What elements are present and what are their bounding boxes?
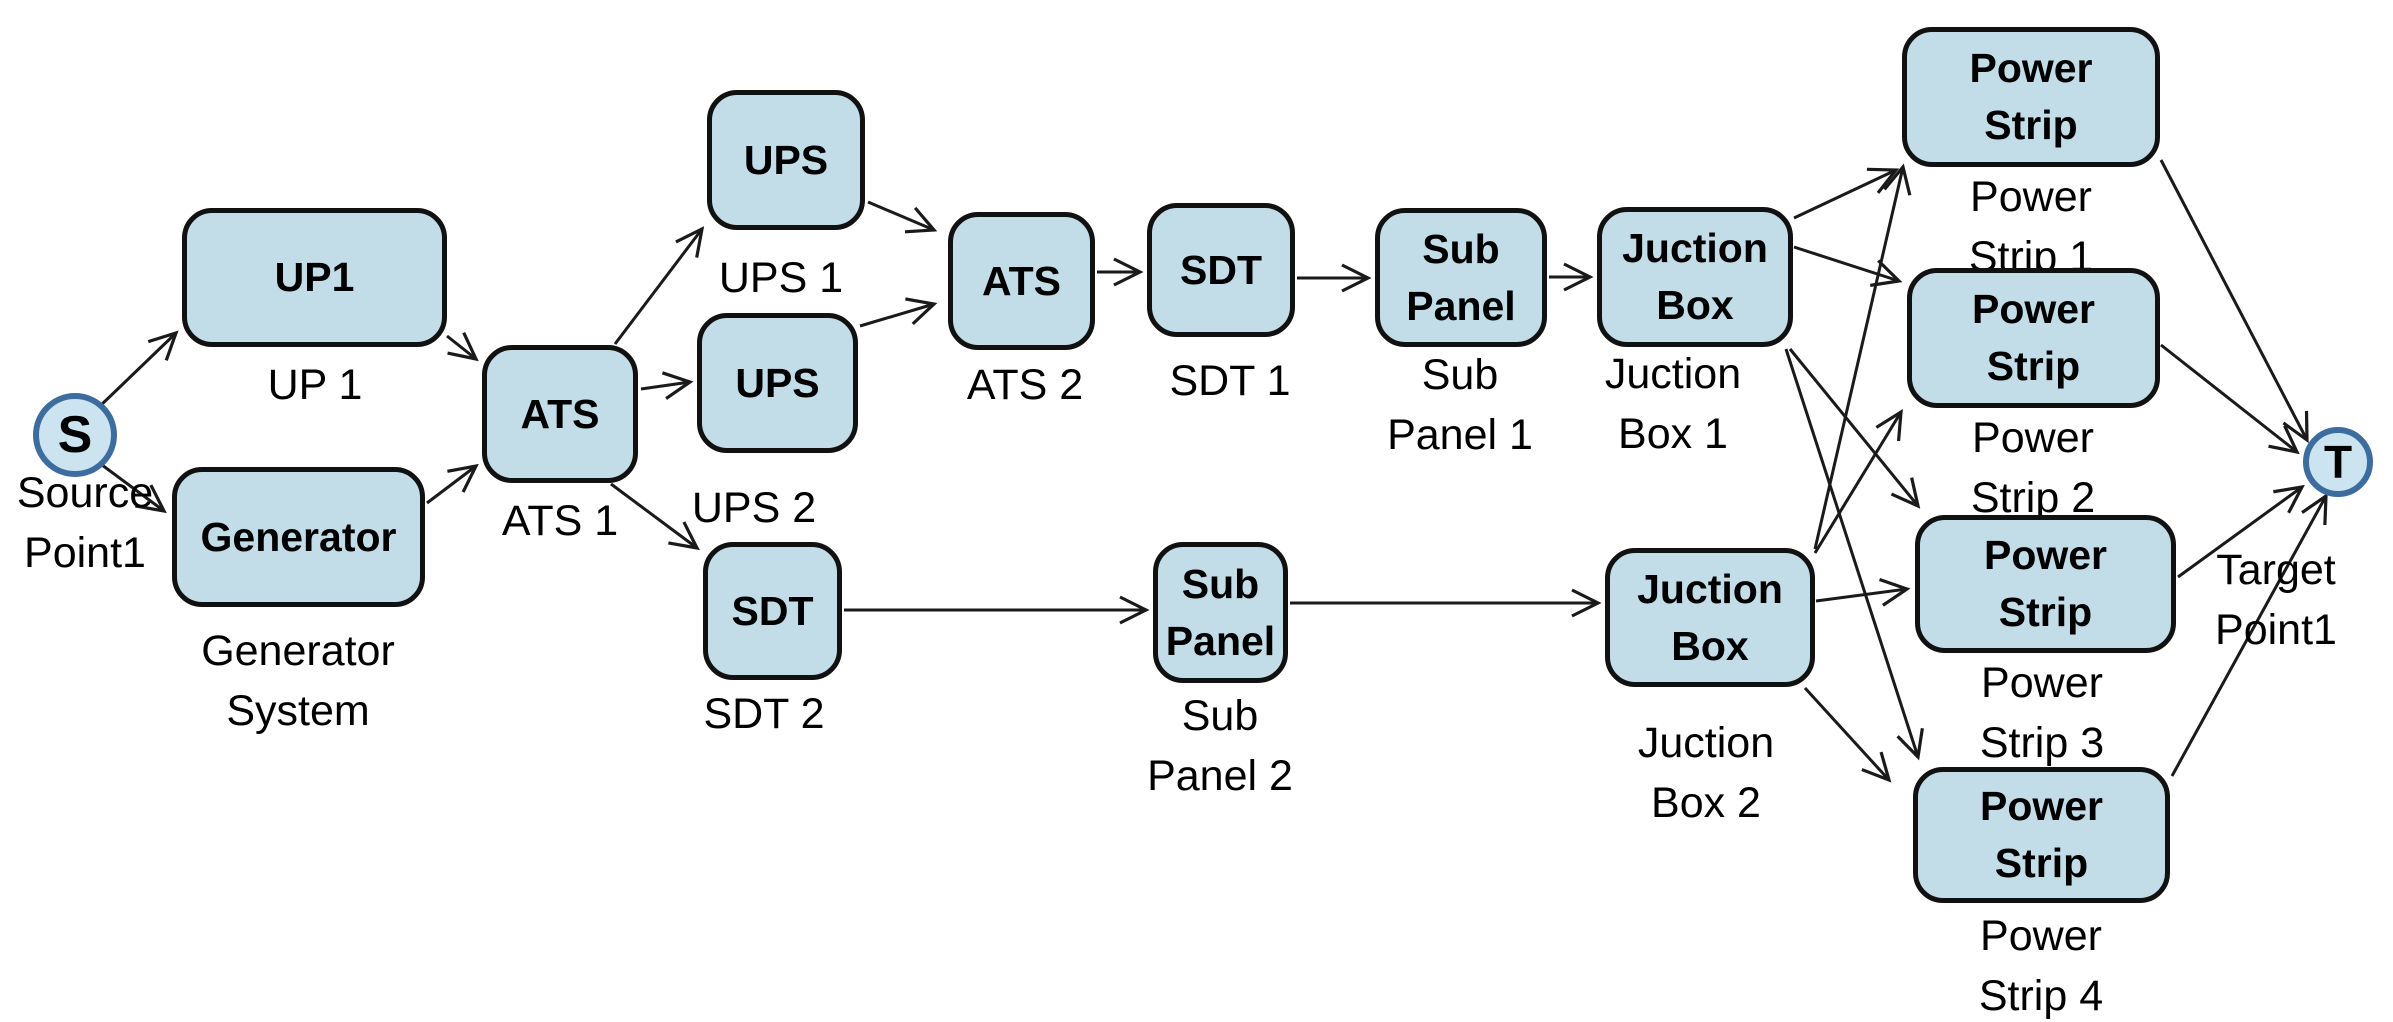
node-label-up1: UP1 xyxy=(274,254,355,300)
edge-up1-to-ats1 xyxy=(446,331,479,362)
node-label-sdt2: SDT xyxy=(731,587,814,634)
node-sdt2: SDT xyxy=(703,542,842,680)
node-label-juctionbox2: Juction Box xyxy=(1637,565,1783,669)
node-label-ats2: ATS xyxy=(982,257,1061,304)
node-ups1: UPS xyxy=(707,90,865,230)
terminal-caption-source: Source Point1 xyxy=(16,469,154,577)
edge-juctionbox1-to-powerstrip1 xyxy=(1793,167,1900,220)
node-juctionbox2: Juction Box xyxy=(1605,548,1815,687)
node-caption-ats1: ATS 1 xyxy=(501,497,619,545)
edge-powerstrip2-to-target xyxy=(2160,343,2300,455)
node-caption-juctionbox2: Juction Box 2 xyxy=(1637,719,1775,827)
edge-ats1-to-sdt2 xyxy=(610,482,700,551)
node-caption-sdt2: SDT 2 xyxy=(703,690,825,738)
node-label-juctionbox1: Juction Box xyxy=(1622,225,1768,328)
edge-juctionbox2-to-powerstrip2 xyxy=(1813,408,1903,554)
node-sdt1: SDT xyxy=(1147,203,1295,337)
node-generator: Generator xyxy=(172,467,425,607)
node-label-ats1: ATS xyxy=(520,390,600,437)
node-subpanel1: Sub Panel xyxy=(1375,208,1547,347)
node-powerstrip1: Power Strip xyxy=(1902,27,2160,167)
node-caption-generator: Generator System xyxy=(201,627,395,735)
edge-powerstrip3-to-target xyxy=(2177,484,2305,579)
node-caption-ups2: UPS 2 xyxy=(691,484,817,532)
node-caption-powerstrip2: Power Strip 2 xyxy=(1970,414,2096,522)
node-label-ups2: UPS xyxy=(735,359,820,406)
edge-juctionbox2-to-powerstrip1 xyxy=(1813,163,1912,550)
node-label-subpanel2: Sub Panel xyxy=(1165,560,1276,664)
node-powerstrip3: Power Strip xyxy=(1915,515,2176,653)
node-subpanel2: Sub Panel xyxy=(1153,542,1288,683)
node-caption-subpanel1: Sub Panel 1 xyxy=(1387,351,1533,459)
edge-generator-to-ats1 xyxy=(426,463,479,505)
node-caption-ats2: ATS 2 xyxy=(966,361,1084,409)
node-caption-juctionbox1: Juction Box 1 xyxy=(1604,350,1742,458)
node-juctionbox1: Juction Box xyxy=(1597,207,1793,347)
edge-source-to-generator xyxy=(97,460,167,514)
node-label-sdt1: SDT xyxy=(1180,246,1262,293)
edge-group xyxy=(96,159,2328,783)
node-label-powerstrip4: Power Strip xyxy=(1979,783,2104,886)
node-caption-up1: UP 1 xyxy=(267,361,363,409)
terminal-target: T xyxy=(2303,427,2373,497)
node-caption-ups1: UPS 1 xyxy=(718,254,844,302)
node-ats1: ATS xyxy=(482,345,638,483)
node-ups2: UPS xyxy=(697,313,858,453)
node-powerstrip4: Power Strip xyxy=(1913,767,2170,903)
node-label-subpanel1: Sub Panel xyxy=(1406,225,1516,329)
edge-ats1-to-ups2 xyxy=(640,371,694,400)
edge-powerstrip4-to-target xyxy=(2170,492,2328,777)
edge-juctionbox1-to-powerstrip4 xyxy=(1784,348,1924,761)
node-label-powerstrip3: Power Strip xyxy=(1983,532,2108,635)
node-caption-powerstrip4: Power Strip 4 xyxy=(1978,912,2104,1020)
edge-ups1-to-ats2 xyxy=(867,200,938,234)
edge-juctionbox2-to-powerstrip4 xyxy=(1803,686,1892,783)
edge-powerstrip1-to-target xyxy=(2159,159,2309,444)
terminal-source: S xyxy=(33,393,117,477)
edge-ats1-to-ups1 xyxy=(613,226,705,345)
node-ats2: ATS xyxy=(948,212,1095,350)
edge-juctionbox1-to-powerstrip2 xyxy=(1793,245,1903,287)
node-caption-subpanel2: Sub Panel 2 xyxy=(1147,692,1293,800)
node-label-ups1: UPS xyxy=(743,136,829,183)
edge-source-to-up1 xyxy=(96,330,179,410)
node-up1: UP1 xyxy=(182,208,447,347)
edge-ups2-to-ats2 xyxy=(859,297,938,328)
node-label-generator: Generator xyxy=(200,513,397,560)
edge-juctionbox2-to-powerstrip3 xyxy=(1815,577,1911,607)
node-caption-sdt1: SDT 1 xyxy=(1169,357,1291,405)
edge-juctionbox1-to-powerstrip3 xyxy=(1788,348,1921,509)
terminal-caption-target: Target Point1 xyxy=(2215,546,2337,654)
node-label-powerstrip2: Power Strip xyxy=(1971,286,2096,389)
node-caption-powerstrip3: Power Strip 3 xyxy=(1979,659,2105,767)
node-label-powerstrip1: Power Strip xyxy=(1969,45,2093,148)
node-powerstrip2: Power Strip xyxy=(1907,268,2160,408)
